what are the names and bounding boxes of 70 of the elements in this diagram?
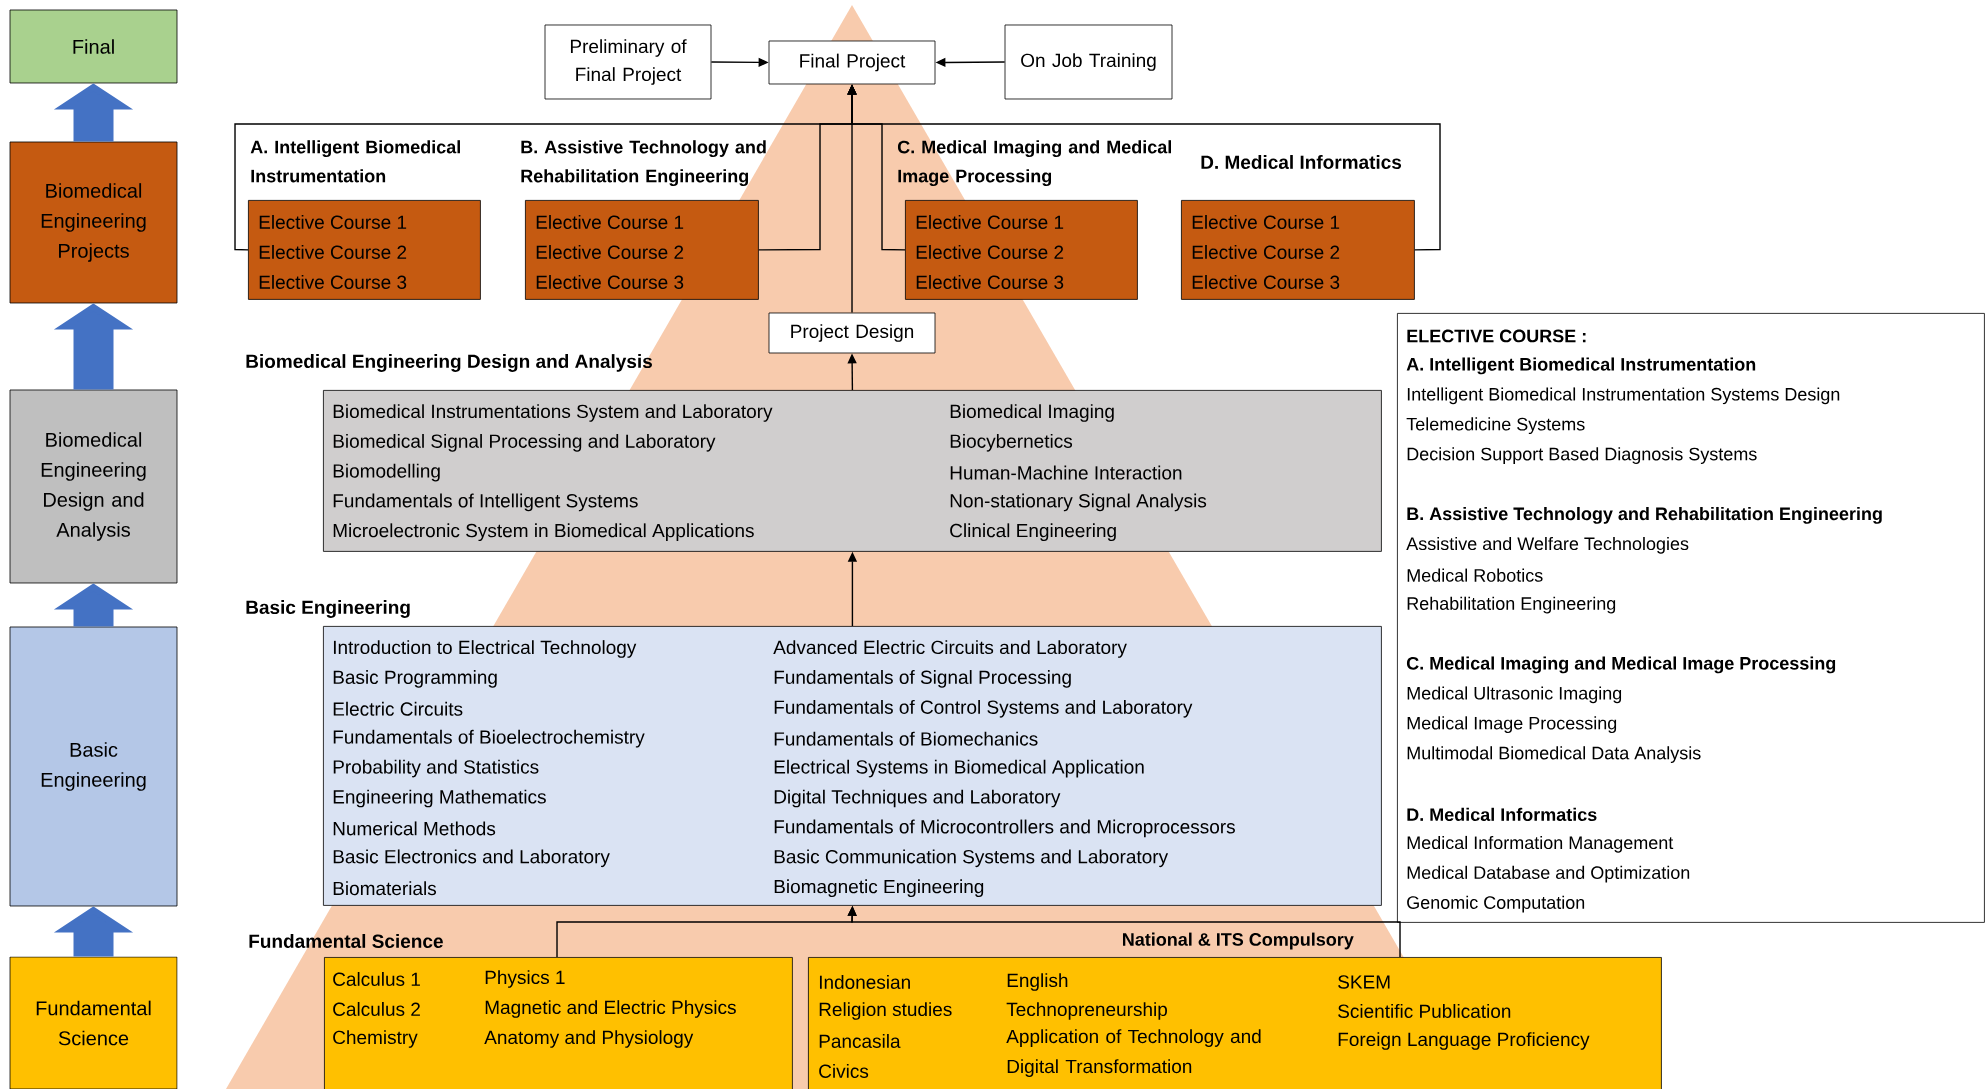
node-label: Foreign Language Proficiency (1338, 1032, 1590, 1050)
node-label: Civics (819, 1064, 869, 1078)
node-label: Pancasila (819, 1034, 901, 1048)
course-box: Elective Course 1 Elective Course 2 Elective Course 3 (525, 200, 759, 300)
node-label: Biomedical Signal Processing and Laboratory (333, 433, 716, 452)
course-box: Elective Course 1 Elective Course 2 Elective Course 3 (1181, 200, 1415, 300)
node-label: Scientific Publication (1338, 1004, 1511, 1018)
node-label: Fundamentals of Microcontrollers and Microprocessors (774, 819, 1235, 838)
legend-box: ELECTIVE COURSE : A. Intelligent Biomedical Instrumentation Intelligent Biomedical Instrumentation Systems Design Telemedicine Systems Decision Support Based Diagnosis Systems B. Assistive Technology and Rehabilitation Engineering Assistive and Welfare Technologies Medical Robotics Rehabilitation Engineering C. Medical Imaging and Medical Image Processing Medical Ultrasonic Imaging Medical Image Processing Multimodal Biomedical Data Analysis D. Medical Informatics Medical Information Management Medical Database and Optimization Genomic Computation (1397, 313, 1985, 923)
stage-box: Basic Engineering (9, 626, 178, 907)
section-heading: A. Intelligent Biomedical Instrumentation (250, 140, 460, 183)
node-label: Fundamentals of Bioelectrochemistry (333, 729, 645, 748)
course-box: Biomedical Instrumentations System and Laboratory Biomedical Imaging Biomedical Signal Processing and Laboratory Biocybernetics Biomodelling Human-Machine Interaction Fundamentals of Intelligent Systems Non-stationary Signal Analysis Microelectronic System in Biomedical Applications Clinical Engineering (323, 390, 1382, 552)
node-label: Biomodelling (333, 463, 440, 482)
node-label: Indonesian (819, 975, 910, 989)
node-label: Calculus 1 (333, 972, 420, 986)
stage-box: Final (9, 9, 178, 84)
node-label: Biomaterials (333, 881, 437, 896)
node-label: Clinical Engineering (950, 523, 1116, 542)
course-box: Calculus 1 Physics 1 Calculus 2 Magnetic and Electric Physics Chemistry Anatomy and Physiology (324, 957, 793, 1089)
node-label: Engineering Mathematics (333, 789, 546, 808)
course-box: Introduction to Electrical Technology Advanced Electric Circuits and Laboratory Basic Programming Fundamentals of Signal Processing Electric Circuits Fundamentals of Control Systems and Laboratory Fundamentals of Bioelectrochemistry Fundamentals of Biomechanics Probability and Statistics Electrical Systems in Biomedical Application Engineering Mathematics Digital Techniques and Laboratory Numerical Methods Fundamentals of Microcontrollers and Microprocessors Basic Electronics and Laboratory Basic Communication Systems and Laboratory Biomaterials Biomagnetic Engineering (323, 626, 1382, 906)
course-box: Elective Course 1 Elective Course 2 Elective Course 3 (905, 200, 1138, 300)
section-heading: D. Medical Informatics (1201, 155, 1402, 169)
node-label: Magnetic and Electric Physics (485, 1000, 736, 1018)
node-label: Microelectronic System in Biomedical Applications (333, 523, 754, 542)
section-heading: C. Medical Imaging and Medical Image Processing (897, 140, 1171, 187)
node-label: Electric Circuits (333, 701, 463, 716)
section-heading: Fundamental Science (249, 934, 443, 948)
node-label: Advanced Electric Circuits and Laboratory (773, 640, 1127, 658)
stage-box: Biomedical Engineering Projects (9, 141, 178, 304)
node-label: Anatomy and Physiology (484, 1030, 694, 1048)
text-box: Preliminary of Final Project (544, 24, 712, 100)
node-label: Human-Machine Interaction (950, 465, 1182, 480)
node-label: Fundamentals of Signal Processing (774, 670, 1071, 688)
section-heading: National & ITS Compulsory (1123, 932, 1354, 950)
node-label: Physics 1 (485, 970, 565, 988)
text-box: Project Design (768, 312, 936, 354)
node-label: SKEM (1338, 975, 1390, 989)
section-heading: Biomedical Engineering Design and Analysis (246, 354, 652, 372)
node-label: Application of Technology and Digital Transformation (1006, 1029, 1261, 1077)
course-box: Elective Course 1 Elective Course 2 Elective Course 3 (248, 200, 481, 300)
node-label: Calculus 2 (333, 1002, 420, 1016)
course-box: Indonesian English SKEM Religion studies Technopreneurship Scientific Publication Pancasila Application of Technology and Digital Transformation Foreign Language Proficiency Civics (808, 957, 1662, 1089)
text-box: On Job Training (1004, 24, 1173, 100)
node-label: Biocybernetics (950, 433, 1073, 452)
node-label: Introduction to Electrical Technology (333, 640, 637, 658)
node-label: Biomedical Instrumentations System and Laboratory (333, 404, 773, 422)
node-label: Technopreneurship (1006, 1002, 1168, 1020)
node-label: Non-stationary Signal Analysis (950, 493, 1207, 512)
node-label: Basic Communication Systems and Laboratory (774, 849, 1169, 868)
section-heading: B. Assistive Technology and Rehabilitation Engineering (521, 140, 766, 187)
node-label: Electrical Systems in Biomedical Application (774, 759, 1144, 778)
stage-box: Fundamental Science (9, 956, 178, 1089)
text-box: Final Project (768, 40, 936, 85)
node-label: Numerical Methods (333, 821, 496, 836)
node-label: Basic Electronics and Laboratory (333, 849, 610, 868)
stage-box: Biomedical Engineering Design and Analysis (9, 389, 178, 584)
node-label: Biomagnetic Engineering (774, 879, 984, 898)
node-label: Fundamentals of Control Systems and Laboratory (774, 699, 1193, 718)
node-label: Religion studies (819, 1002, 952, 1020)
node-label: Biomedical Imaging (950, 404, 1114, 422)
node-label: Chemistry (333, 1030, 418, 1048)
node-label: Fundamentals of Intelligent Systems (333, 493, 638, 512)
node-label: Probability and Statistics (333, 759, 539, 778)
node-label: Digital Techniques and Laboratory (774, 789, 1061, 808)
node-label: Basic Programming (333, 670, 497, 688)
node-label: English (1007, 973, 1068, 991)
section-heading: Basic Engineering (246, 600, 410, 618)
node-label: Fundamentals of Biomechanics (774, 731, 1038, 746)
